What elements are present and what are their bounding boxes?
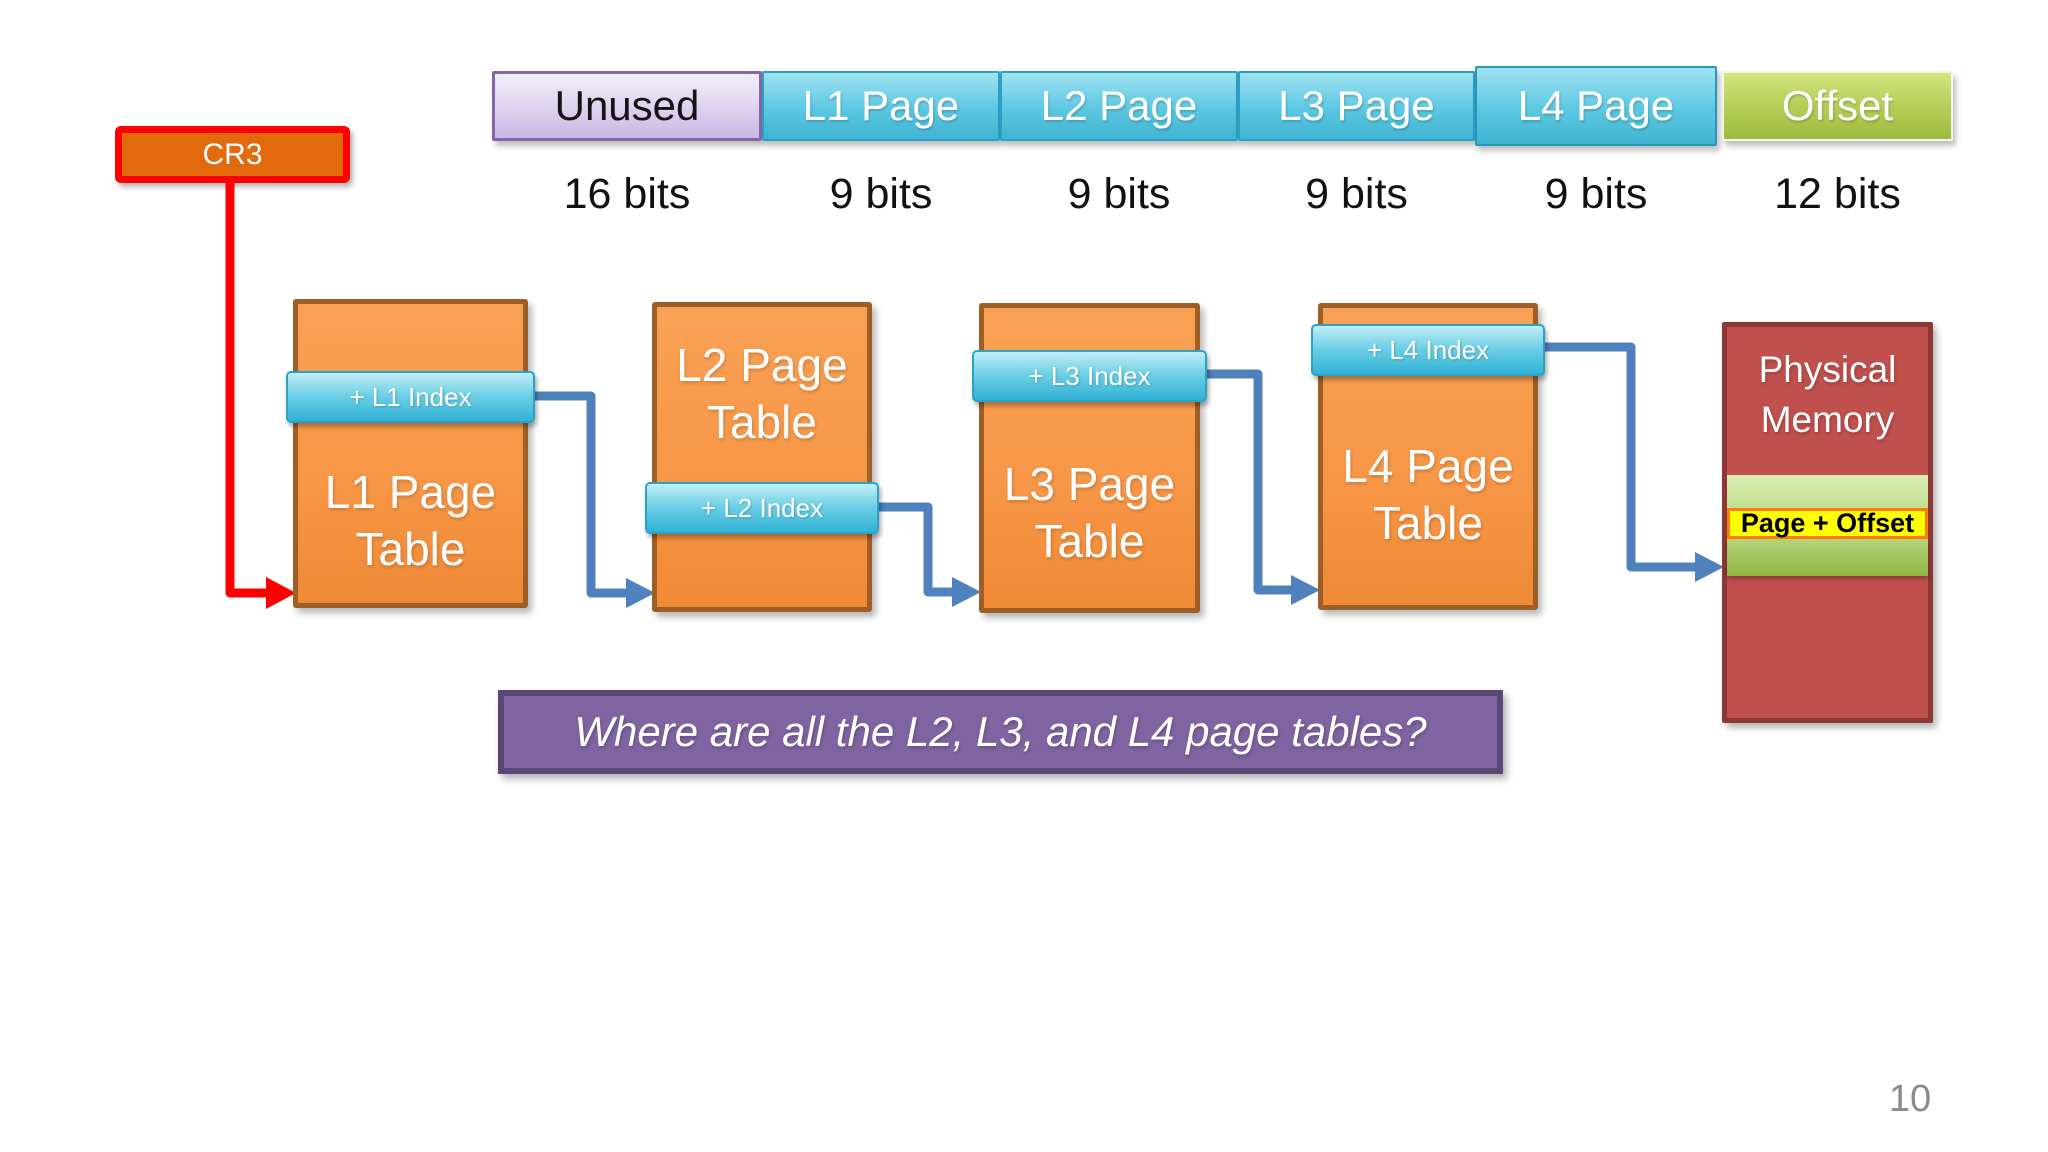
title-line: L1 Page: [324, 466, 497, 518]
address-segment-l3-page: L3 Page: [1238, 71, 1475, 141]
address-segment-label: L4 Page: [1517, 82, 1675, 129]
l4-index-strip: + L4 Index: [1311, 324, 1545, 376]
cr3-to-l1-arrow: [225, 183, 266, 598]
title-line: Table: [1373, 497, 1483, 549]
l1-index-label: + L1 Index: [349, 381, 472, 412]
bits-label-l2: 9 bits: [1067, 169, 1171, 218]
address-segment-label: L3 Page: [1278, 82, 1435, 129]
bits-label-unused: 16 bits: [563, 169, 691, 218]
l3-page-table-title: L3 Page Table: [984, 456, 1195, 570]
question-text: Where are all the L2, L3, and L4 page ta…: [574, 708, 1427, 755]
bits-label-offset: 12 bits: [1774, 169, 1901, 218]
title-line: Table: [707, 396, 817, 448]
cr3-register-box: CR3: [115, 126, 350, 183]
address-segment-l4-page: L4 Page: [1475, 66, 1717, 146]
page-offset-strip: Page + Offset: [1727, 508, 1928, 539]
title-line: Memory: [1760, 399, 1895, 440]
frame-green-bottom: [1727, 539, 1928, 576]
l2-index-strip: + L2 Index: [645, 482, 879, 534]
frame-green-top: [1727, 475, 1928, 508]
title-line: Table: [355, 523, 466, 575]
l2-to-l3-arrow: [872, 502, 952, 597]
page-offset-label: Page + Offset: [1740, 508, 1915, 538]
title-line: L4 Page: [1342, 440, 1514, 492]
l2-page-table-title: L2 Page Table: [657, 337, 867, 451]
question-banner: Where are all the L2, L3, and L4 page ta…: [498, 690, 1503, 774]
l1-to-l2-arrowhead-icon: [626, 578, 655, 608]
l2-index-label: + L2 Index: [700, 492, 824, 523]
title-line: Physical: [1758, 349, 1897, 390]
address-segment-label: Offset: [1781, 82, 1894, 129]
l4-index-label: + L4 Index: [1366, 334, 1490, 365]
physical-memory-title: Physical Memory: [1727, 345, 1928, 445]
address-segment-unused: Unused: [492, 71, 762, 141]
l3-index-strip: + L3 Index: [972, 350, 1207, 402]
l3-to-l4-arrow: [1200, 369, 1291, 595]
address-segment-label: Unused: [554, 82, 700, 129]
l2-page-table-box: L2 Page Table + L2 Index: [645, 302, 879, 612]
cr3-label: CR3: [202, 137, 263, 171]
l1-page-table-title: L1 Page Table: [298, 464, 523, 578]
title-line: Table: [1034, 515, 1145, 567]
slide-page-number: 10: [1888, 1078, 1932, 1120]
physical-memory-box: Physical Memory Page + Offset: [1722, 322, 1933, 723]
l3-index-label: + L3 Index: [1028, 360, 1151, 391]
l1-to-l2-arrow: [528, 391, 626, 598]
bits-label-l4: 9 bits: [1544, 169, 1648, 218]
l4-page-table-box: + L4 Index L4 Page Table: [1311, 303, 1545, 610]
title-line: L3 Page: [1003, 458, 1176, 510]
l1-index-strip: + L1 Index: [286, 371, 535, 423]
bits-label-l3: 9 bits: [1305, 169, 1408, 218]
address-segment-l1-page: L1 Page: [762, 71, 1000, 141]
l4-page-table-title: L4 Page Table: [1323, 438, 1533, 552]
l4-to-memory-arrow: [1538, 342, 1695, 572]
l3-page-table-box: + L3 Index L3 Page Table: [972, 303, 1207, 613]
address-segment-label: L1 Page: [802, 82, 960, 129]
title-line: L2 Page: [676, 339, 848, 391]
l3-to-l4-arrowhead-icon: [1291, 575, 1320, 605]
page-frame-band: Page + Offset: [1727, 475, 1928, 576]
l1-page-table-box: + L1 Index L1 Page Table: [286, 299, 535, 608]
l2-to-l3-arrowhead-icon: [952, 577, 981, 607]
address-segment-l2-page: L2 Page: [1000, 71, 1238, 141]
address-segment-offset: Offset: [1722, 71, 1953, 141]
bits-label-l1: 9 bits: [829, 169, 933, 218]
l4-to-memory-arrowhead-icon: [1695, 552, 1724, 582]
cr3-arrowhead-icon: [266, 577, 296, 609]
address-segment-label: L2 Page: [1040, 82, 1198, 129]
